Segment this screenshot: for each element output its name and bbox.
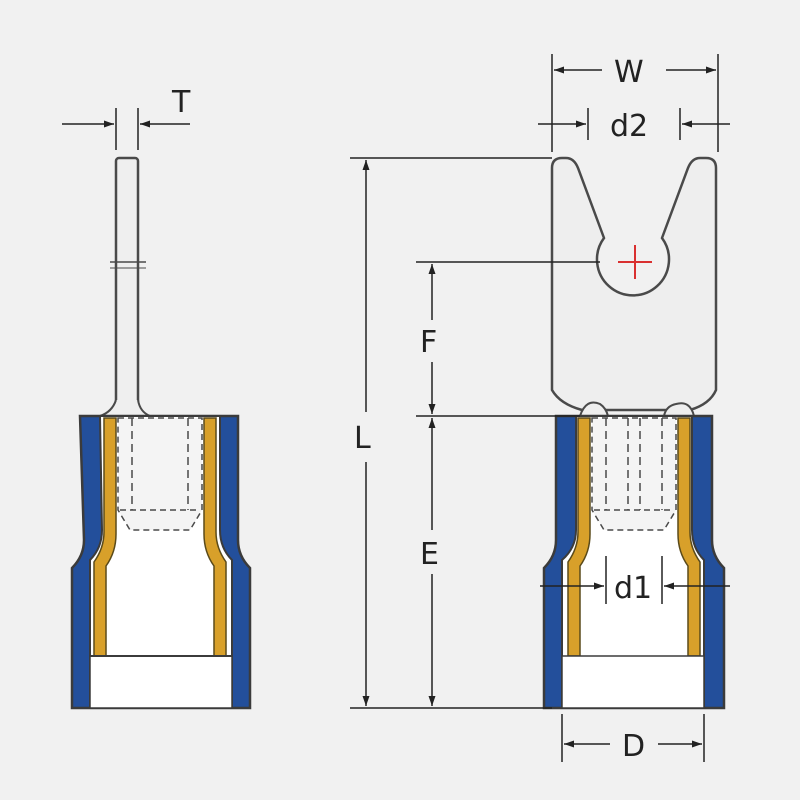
dimension-t: T	[62, 85, 191, 150]
side-barrel	[117, 417, 203, 531]
side-view: T	[62, 85, 252, 710]
front-neck	[579, 401, 695, 417]
label-d1-bg	[612, 570, 658, 602]
label-l: L	[354, 421, 371, 456]
dimension-d2: d2	[538, 108, 730, 144]
dimension-l: L	[350, 157, 552, 709]
spade-fork	[550, 156, 718, 412]
label-t: T	[171, 85, 191, 120]
front-barrel	[591, 417, 677, 531]
side-sleeve-rim	[89, 655, 233, 709]
dimension-e: E	[420, 418, 439, 706]
label-d1: d1	[614, 571, 652, 606]
dimension-d1: d1	[540, 556, 730, 606]
front-sleeve-rim	[561, 655, 705, 709]
dimension-w: W	[551, 54, 719, 152]
label-w: W	[614, 55, 644, 90]
label-d2: d2	[610, 109, 648, 144]
label-f: F	[420, 325, 437, 360]
center-mark	[618, 245, 652, 279]
front-inner-dash	[605, 418, 663, 510]
dimension-f: F	[416, 261, 600, 417]
side-inner-dash	[131, 418, 189, 510]
side-tongue-neck	[99, 399, 151, 417]
front-view: W d2 L F E	[350, 54, 730, 764]
dimension-d: D	[561, 714, 705, 764]
label-e: E	[420, 537, 439, 572]
label-d: D	[622, 729, 645, 764]
side-tongue-blade	[114, 156, 140, 418]
